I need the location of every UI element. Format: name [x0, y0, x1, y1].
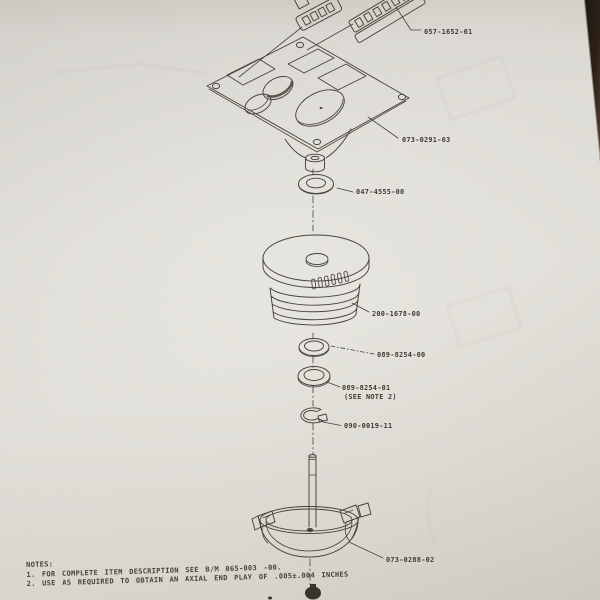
shaft-drawing [308, 454, 317, 528]
bottom-part-drawing [268, 584, 321, 600]
callout-front-panel: 073-0291-03 [402, 136, 450, 144]
retaining-ring-drawing [300, 407, 342, 426]
callout-housing-cup: 073-0288-02 [386, 556, 434, 564]
callout-washer: 089-8254-00 [377, 351, 425, 359]
washer-drawing [298, 338, 375, 357]
connector-block-icon [292, 0, 343, 31]
callout-retaining-ring: 090-0019-11 [344, 422, 392, 430]
explode-lines [238, 6, 422, 78]
housing-cup-drawing [251, 502, 384, 559]
connector-icon [348, 0, 426, 43]
photo-backdrop-corner [583, 0, 600, 162]
spacer-washer-drawing [297, 366, 341, 388]
flat-washer-drawing [298, 174, 354, 195]
callout-spacer-note: (SEE NOTE 2) [344, 393, 397, 401]
callout-connector: 057-1652-01 [424, 28, 472, 36]
knob-drum-drawing [262, 234, 370, 326]
bleed-through-ghosts [54, 55, 522, 546]
callout-flat-washer: 047-4555-00 [356, 188, 404, 196]
callout-spacer-washer: 089-8254-01 [342, 384, 390, 392]
front-panel-drawing [206, 36, 410, 173]
callout-knob-drum: 200-1678-00 [372, 310, 420, 318]
center-axis-line [309, 168, 314, 586]
